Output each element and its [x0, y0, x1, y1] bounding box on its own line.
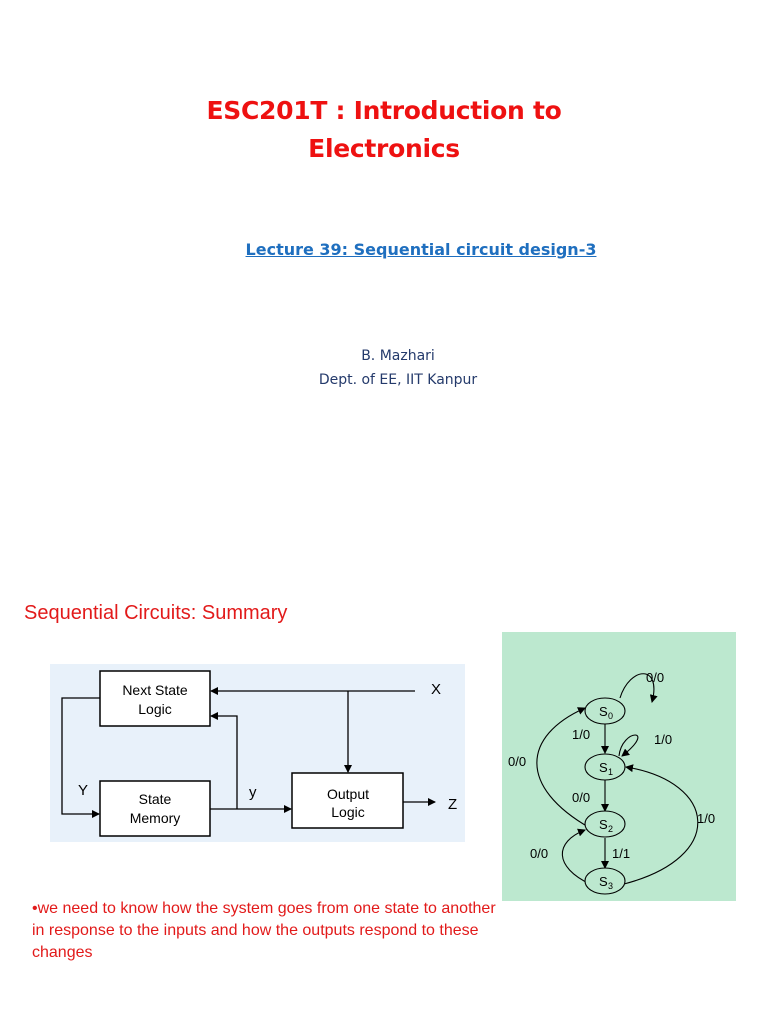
state-transition-diagram: S 0 S 1 S 2 S 3 0/0 1/0 1/0 0/0 0/0 1/0 …	[502, 632, 736, 901]
state-memory-box	[99, 780, 211, 837]
next-state-logic-label-2: Logic	[138, 701, 171, 717]
next-state-logic-label-1: Next State	[122, 682, 188, 698]
state-feedback-wire	[210, 712, 238, 809]
output-logic-label-1: Output	[327, 786, 369, 802]
summary-bullet: •we need to know how the system goes fro…	[32, 900, 496, 961]
author-name: B. Mazhari	[361, 348, 435, 364]
svg-text:1: 1	[608, 767, 613, 777]
output-logic-label-2: Logic	[331, 804, 364, 820]
svg-text:S: S	[599, 874, 608, 889]
page-title-line-2: Electronics	[308, 134, 460, 163]
state-memory-label-1: State	[139, 791, 172, 807]
label-z: Z	[448, 796, 457, 813]
svg-text:S: S	[599, 760, 608, 775]
next-state-logic-box	[99, 670, 211, 727]
svg-text:S: S	[599, 704, 608, 719]
state-s2: S 2	[584, 810, 626, 838]
transition-label-s0-self: 0/0	[646, 670, 664, 685]
s2-to-s0-arrow	[536, 707, 591, 829]
label-y: y	[249, 784, 257, 801]
page-title-line-1: ESC201T : Introduction to	[206, 96, 562, 125]
section-title: Sequential Circuits: Summary	[24, 602, 288, 624]
state-s0: S 0	[584, 697, 626, 725]
label-x: X	[431, 681, 441, 698]
transition-label-s2-to-s0: 0/0	[508, 754, 526, 769]
transition-label-s3-to-s2: 0/0	[530, 846, 548, 861]
s3-to-s1-arrow	[623, 764, 699, 885]
svg-text:S: S	[599, 817, 608, 832]
svg-text:3: 3	[608, 881, 613, 891]
state-memory-label-2: Memory	[130, 810, 181, 826]
s0-self-loop	[619, 673, 658, 703]
transition-label-s2-to-s3: 1/1	[612, 846, 630, 861]
label-Y: Y	[78, 782, 88, 799]
sequential-circuit-block-diagram: Next State Logic State Memory Output Log…	[50, 664, 465, 842]
transition-label-s1-self: 1/0	[654, 732, 672, 747]
svg-text:2: 2	[608, 824, 613, 834]
state-s3: S 3	[584, 867, 626, 895]
svg-text:0: 0	[608, 711, 613, 721]
transition-label-s3-to-s1: 1/0	[697, 811, 715, 826]
output-logic-box	[291, 772, 404, 829]
author-department: Dept. of EE, IIT Kanpur	[318, 372, 478, 388]
state-s1: S 1	[584, 753, 626, 781]
s1-self-loop	[618, 734, 639, 757]
lecture-title[interactable]: Lecture 39: Sequential circuit design-3	[245, 240, 597, 259]
transition-label-s1-to-s2: 0/0	[572, 790, 590, 805]
next-state-feedback-wire	[61, 697, 100, 818]
s3-to-s2-arrow	[561, 828, 591, 885]
transition-label-s0-to-s1: 1/0	[572, 727, 590, 742]
